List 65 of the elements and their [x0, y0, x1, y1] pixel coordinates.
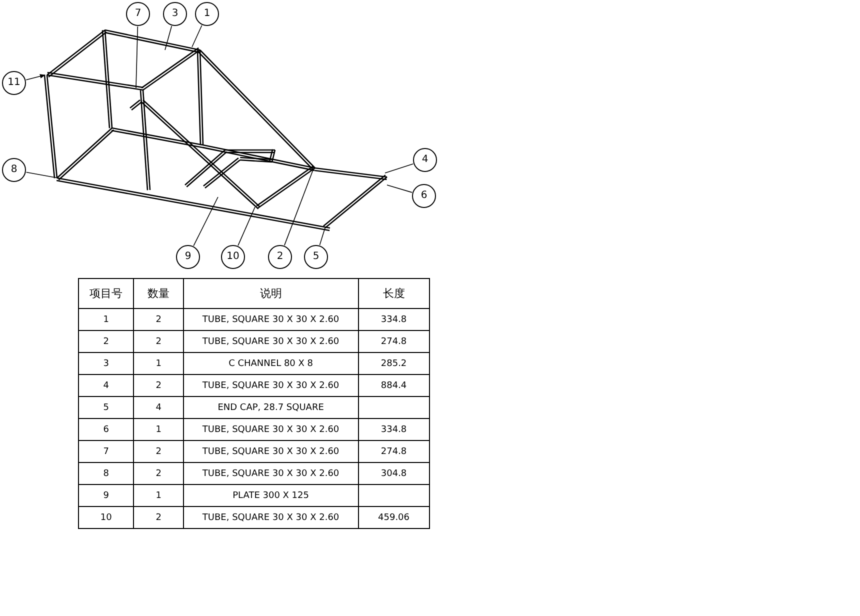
column-header: 数量	[134, 278, 184, 308]
callout-number: 11	[2, 71, 26, 95]
leader-line	[26, 74, 46, 80]
table-cell: 274.8	[358, 440, 430, 462]
table-cell: 9	[78, 484, 134, 506]
callout-number: 2	[268, 245, 292, 269]
table-cell: C CHANNEL 80 X 8	[184, 352, 358, 374]
table-cell: 2	[134, 308, 184, 330]
column-header: 说明	[184, 278, 358, 308]
table-cell: 5	[78, 396, 134, 418]
table-cell: 304.8	[358, 462, 430, 484]
leader-line	[319, 228, 326, 246]
table-cell: 3	[78, 352, 134, 374]
frame-drawing	[44, 29, 388, 232]
callout-number: 1	[195, 2, 219, 26]
callout-number: 8	[2, 158, 26, 182]
callout-number: 6	[412, 184, 436, 208]
table-cell: TUBE, SQUARE 30 X 30 X 2.60	[184, 418, 358, 440]
table-cell: 1	[134, 484, 184, 506]
table-cell: PLATE 300 X 125	[184, 484, 358, 506]
table-cell: 2	[134, 374, 184, 396]
table-cell: 285.2	[358, 352, 430, 374]
table-cell: 8	[78, 462, 134, 484]
leader-line	[26, 172, 58, 178]
table-cell: 1	[134, 352, 184, 374]
table-cell: 2	[134, 440, 184, 462]
leader-line	[284, 170, 314, 246]
table-cell: 1	[78, 308, 134, 330]
leader-line	[164, 26, 172, 50]
table-cell: 4	[78, 374, 134, 396]
table-cell: 6	[78, 418, 134, 440]
table-cell: 274.8	[358, 330, 430, 352]
callout-number: 7	[126, 2, 150, 26]
table-cell: 459.06	[358, 506, 430, 528]
leader-line	[386, 184, 412, 193]
table-cell: 1	[134, 418, 184, 440]
table-cell: TUBE, SQUARE 30 X 30 X 2.60	[184, 374, 358, 396]
table-cell: 2	[78, 330, 134, 352]
leader-line	[193, 196, 218, 246]
callout-number: 9	[176, 245, 200, 269]
leader-line	[136, 26, 138, 88]
leader-line	[192, 24, 202, 48]
table-cell: TUBE, SQUARE 30 X 30 X 2.60	[184, 440, 358, 462]
table-cell: 7	[78, 440, 134, 462]
table-cell: TUBE, SQUARE 30 X 30 X 2.60	[184, 506, 358, 528]
leader-line	[384, 163, 414, 174]
table-cell: END CAP, 28.7 SQUARE	[184, 396, 358, 418]
table-cell: TUBE, SQUARE 30 X 30 X 2.60	[184, 462, 358, 484]
callout-number: 4	[413, 148, 437, 172]
callout-number: 3	[163, 2, 187, 26]
table-cell: 2	[134, 462, 184, 484]
callout-number: 5	[304, 245, 328, 269]
column-header: 长度	[358, 278, 430, 308]
table-cell: 2	[134, 506, 184, 528]
table-cell: TUBE, SQUARE 30 X 30 X 2.60	[184, 308, 358, 330]
table-cell: 2	[134, 330, 184, 352]
table-cell: 884.4	[358, 374, 430, 396]
table-cell: TUBE, SQUARE 30 X 30 X 2.60	[184, 330, 358, 352]
leader-line	[238, 206, 256, 246]
table-cell: 334.8	[358, 418, 430, 440]
table-cell: 10	[78, 506, 134, 528]
column-header: 项目号	[78, 278, 134, 308]
table-cell: 334.8	[358, 308, 430, 330]
table-cell: 4	[134, 396, 184, 418]
callout-number: 10	[221, 245, 245, 269]
